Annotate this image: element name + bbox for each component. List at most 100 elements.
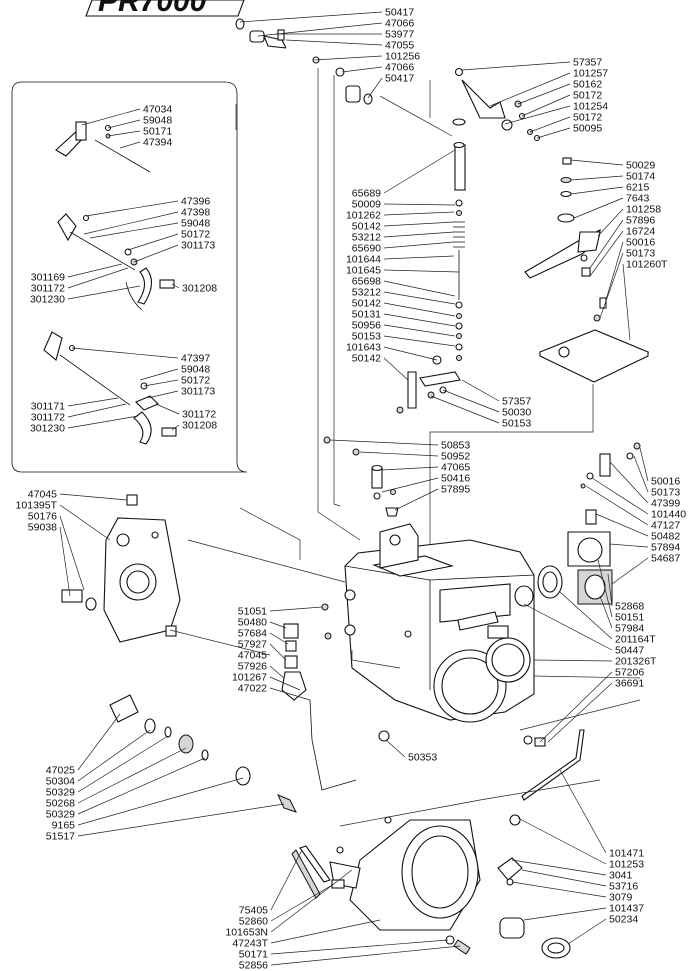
leader-line	[633, 455, 649, 493]
part-number-label: 101258	[626, 204, 661, 216]
leader-line	[529, 116, 571, 133]
leader-line	[155, 403, 180, 415]
part-number-label: 47065	[441, 462, 470, 474]
leader-line	[171, 283, 180, 289]
leader-line	[383, 211, 455, 216]
leader-line	[430, 395, 500, 424]
part-number-label: 50172	[573, 90, 602, 102]
leader-line	[77, 713, 121, 771]
part-number-label: 50172	[181, 229, 210, 241]
part-number-label: 50417	[385, 7, 414, 19]
part-number-label: 50172	[181, 375, 210, 387]
leader-line	[367, 77, 383, 99]
leader-line	[77, 777, 244, 826]
leader-line	[609, 461, 649, 504]
part-number-label: 301171	[31, 401, 65, 413]
leader-line	[107, 119, 141, 129]
part-number-label: 47025	[46, 765, 75, 777]
leader-line	[570, 175, 624, 181]
part-number-label: 50016	[626, 237, 655, 249]
leader-line	[595, 513, 649, 537]
leader-line	[607, 573, 613, 607]
leader-line	[107, 130, 141, 137]
part-number-label: 3041	[609, 870, 633, 882]
leader-line	[381, 466, 439, 471]
leader-line	[536, 127, 571, 139]
leader-line	[383, 149, 456, 194]
part-number-label: 301169	[31, 272, 65, 284]
leader-line	[77, 747, 187, 804]
leader-line	[442, 389, 500, 413]
part-number-label: 57896	[626, 215, 655, 227]
leader-line	[517, 83, 571, 105]
part-number-label: 101395T	[16, 500, 58, 512]
part-number-label: 57894	[651, 542, 680, 554]
leader-line	[313, 55, 383, 61]
part-number-label: 50173	[626, 248, 655, 260]
part-number-label: 6215	[626, 182, 650, 194]
part-number-label: 65698	[352, 276, 381, 288]
part-number-label: 50853	[441, 440, 470, 452]
part-number-label: 47397	[181, 353, 210, 365]
leader-line	[270, 869, 353, 933]
part-number-label: 50268	[46, 798, 75, 810]
inset-panel	[11, 81, 248, 473]
part-number-label: 65690	[352, 243, 381, 255]
part-number-label: 101256	[385, 51, 420, 63]
leader-line	[517, 817, 607, 865]
leader-line	[591, 477, 649, 515]
center-rod-stack	[396, 118, 466, 414]
part-number-label: 50329	[46, 787, 75, 799]
leader-line	[383, 231, 455, 238]
part-number-label: 53977	[385, 29, 414, 41]
leader-line	[539, 671, 613, 743]
leader-line	[383, 302, 456, 317]
leader-line	[269, 676, 301, 691]
leader-line	[461, 379, 500, 402]
part-number-label: 101254	[573, 101, 608, 113]
leader-line	[341, 66, 383, 73]
leader-line	[59, 504, 111, 541]
part-number-label: 50162	[573, 79, 602, 91]
right-lever-assembly	[524, 157, 650, 383]
top-right-lever	[454, 67, 541, 142]
bottom-left-parts	[299, 845, 471, 955]
leader-line	[383, 241, 455, 249]
leader-line	[133, 244, 179, 263]
part-number-label: 101471	[609, 848, 644, 860]
part-number-label: 50153	[352, 331, 381, 343]
leader-line	[383, 313, 456, 327]
part-number-label: 65689	[352, 188, 381, 200]
leader-line	[639, 447, 649, 482]
leader-line	[383, 280, 456, 297]
part-number-label: 50009	[352, 199, 381, 211]
leader-line	[599, 252, 624, 319]
leader-line	[67, 403, 127, 418]
part-number-label: 47243T	[232, 938, 268, 950]
leader-line	[521, 94, 571, 117]
part-number-label: 47127	[651, 520, 680, 532]
leader-line	[127, 233, 179, 251]
part-number-label: 36691	[615, 678, 644, 690]
part-number-label: 47034	[143, 104, 172, 116]
part-number-label: 50095	[573, 123, 602, 135]
leader-line	[83, 211, 179, 235]
part-number-label: 47396	[181, 196, 210, 208]
part-number-label: 53212	[352, 287, 381, 299]
diagram-title: PR7000	[98, 0, 207, 18]
part-number-label: 57206	[615, 667, 644, 679]
part-number-label: 59048	[143, 115, 172, 127]
leader-line	[559, 769, 607, 854]
part-number-label: 57895	[441, 484, 470, 496]
part-number-label: 50153	[502, 418, 531, 430]
leader-line	[383, 291, 456, 305]
leader-line	[67, 285, 141, 300]
leader-line	[597, 559, 613, 618]
leader-line	[269, 632, 289, 645]
leader-line	[269, 643, 287, 661]
leader-line	[383, 255, 455, 260]
leader-line	[383, 221, 455, 227]
part-number-label: 50142	[352, 221, 381, 233]
leader-line	[67, 267, 129, 289]
part-number-label: 101643	[346, 342, 381, 354]
